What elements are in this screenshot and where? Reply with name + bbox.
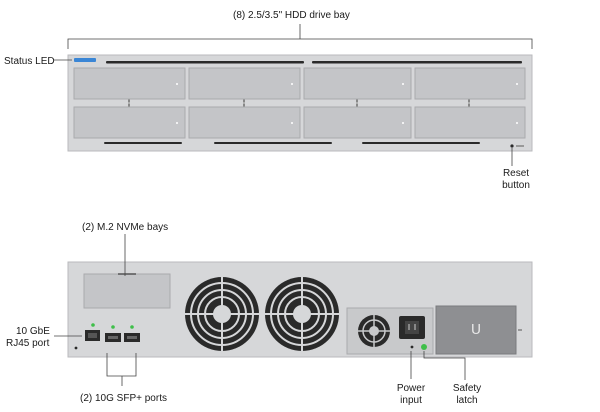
safety-latch-label: Safety latch xyxy=(446,383,488,407)
fan xyxy=(185,277,259,351)
power-label-line2: input xyxy=(400,395,422,406)
front-callouts xyxy=(54,24,533,166)
reset-button-label: Reset button xyxy=(496,168,536,192)
drive-bay[interactable] xyxy=(188,106,301,139)
drive-bay[interactable] xyxy=(73,106,186,139)
rear-panel: ᑌ xyxy=(67,261,533,358)
port-led xyxy=(91,323,95,327)
nvme-bays-label: (2) M.2 NVMe bays xyxy=(82,222,169,233)
vent-slot xyxy=(104,142,182,144)
drive-bays xyxy=(73,67,526,139)
power-supply xyxy=(346,307,434,355)
safety-label-line1: Safety xyxy=(452,383,482,394)
power-input-label: Power input xyxy=(390,383,432,407)
hdd-bay-label: (8) 2.5/3.5" HDD drive bay xyxy=(233,10,350,21)
reset-label-line1: Reset xyxy=(502,168,530,179)
front-panel xyxy=(67,54,533,152)
drive-bay[interactable] xyxy=(414,106,526,139)
drive-bay[interactable] xyxy=(188,67,301,100)
vent-slot xyxy=(312,61,522,64)
port-led xyxy=(130,325,134,329)
fan xyxy=(265,277,339,351)
rj45-label-line1: 10 GbE xyxy=(16,326,50,337)
vent-slot xyxy=(214,142,332,144)
reset-button[interactable] xyxy=(510,144,514,148)
drive-bay[interactable] xyxy=(303,67,412,100)
psu-blank-cover xyxy=(435,305,517,355)
reset-label-line2: button xyxy=(502,180,530,191)
port-led xyxy=(111,325,115,329)
drive-bay[interactable] xyxy=(414,67,526,100)
drive-bay[interactable] xyxy=(303,106,412,139)
safety-latch[interactable] xyxy=(421,344,427,350)
reset-text-mark xyxy=(516,145,524,147)
drive-bay[interactable] xyxy=(73,67,186,100)
rj45-label-line2: RJ45 port xyxy=(6,338,50,349)
ubiquiti-logo-icon: ᑌ xyxy=(471,321,481,337)
power-label-line1: Power xyxy=(396,383,426,394)
status-led xyxy=(74,58,96,62)
vent-slot xyxy=(106,61,304,64)
safety-label-line2: latch xyxy=(456,395,478,406)
vent-slot xyxy=(362,142,480,144)
rj45-port-label: 10 GbE RJ45 port xyxy=(6,326,50,350)
sfp-ports-label: (2) 10G SFP+ ports xyxy=(80,393,167,404)
rear-callouts xyxy=(54,234,466,386)
status-led-label: Status LED xyxy=(4,56,55,67)
nvme-bay-cover[interactable] xyxy=(83,273,171,309)
